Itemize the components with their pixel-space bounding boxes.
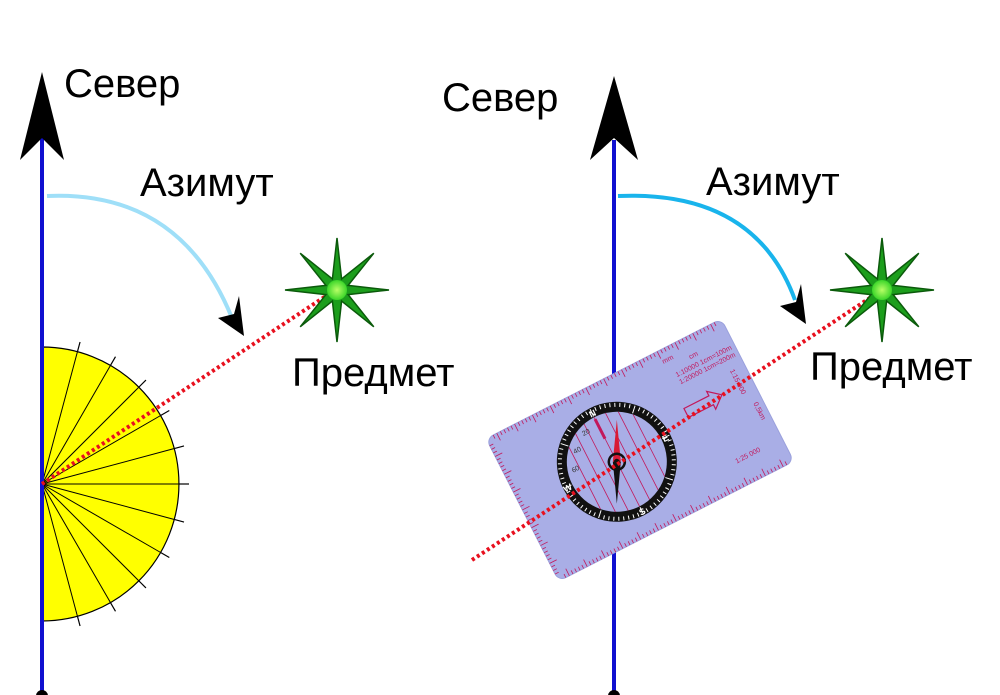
- star-icon: [284, 237, 390, 343]
- azimuth-arrowhead-icon: [218, 296, 244, 336]
- azimuth-arc: [617, 193, 797, 301]
- north-label: Север: [442, 76, 558, 120]
- compass-needle-icon: [612, 419, 621, 504]
- object-label: Предмет: [292, 351, 454, 395]
- sight-line: [40, 288, 337, 486]
- left-panel: Север Азимут Предмет: [20, 62, 454, 695]
- north-arrow-icon: [20, 72, 64, 160]
- azimuth-arc: [46, 193, 234, 319]
- north-label: Север: [64, 62, 180, 106]
- dir-n: N: [587, 408, 597, 420]
- azimuth-label: Азимут: [706, 160, 840, 204]
- deg-label: 60: [571, 465, 581, 475]
- star-icon: [829, 237, 935, 343]
- object-label: Предмет: [810, 345, 972, 389]
- azimuth-label: Азимут: [140, 161, 274, 205]
- origin-dot: [36, 690, 48, 695]
- north-arrow-icon: [590, 76, 638, 160]
- deg-label: 40: [572, 446, 582, 456]
- dir-e: E: [660, 432, 670, 444]
- origin-dot: [608, 690, 620, 695]
- compass-unit-cm: cm: [688, 351, 700, 362]
- deg-label: 20: [581, 428, 591, 438]
- compass-scale-mm: mm: [661, 354, 675, 366]
- dir-s: S: [637, 506, 647, 518]
- right-panel: mm cm 1:10000 1cm=100m 1:20000 1cm=200m …: [442, 76, 972, 695]
- sight-line: [470, 288, 884, 562]
- protractor-icon: [41, 341, 189, 627]
- azimuth-arrowhead-icon: [780, 284, 806, 324]
